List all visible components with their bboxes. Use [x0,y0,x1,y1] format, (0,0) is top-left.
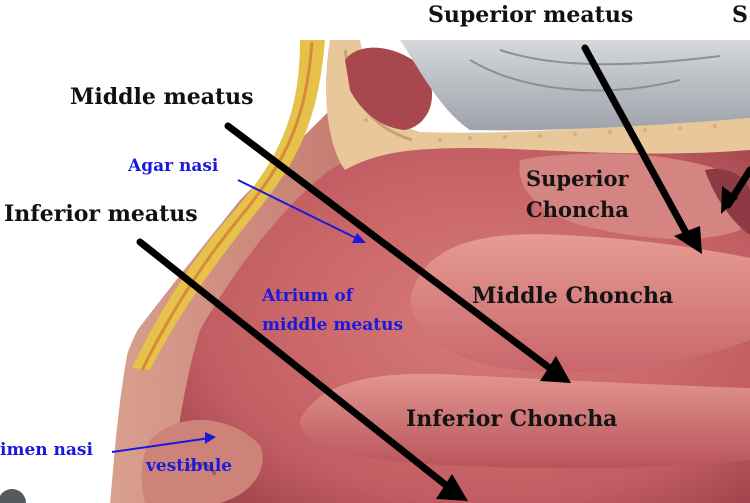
middle-concha [410,234,750,373]
arrow-agar-nasi [237,179,361,241]
label-vestibule: vestibule [146,456,233,476]
blue-pointers [111,179,361,453]
label-agar-nasi: Agar nasi [128,156,219,176]
arrow-limen-nasi [111,437,211,453]
label-inferior-meatus: Inferior meatus [4,201,198,227]
frontal-sinus [345,47,433,130]
arrow-middle-meatus [224,122,559,376]
label-superior-meatus-cut: S [728,2,750,28]
nasal-bone [325,40,750,170]
label-middle-meatus: Middle meatus [66,84,258,110]
vestibule-bulge [141,419,263,503]
label-superior-meatus: Superior meatus [424,2,638,28]
dorsal-cartilage [132,40,325,370]
label-atrium-line2: middle meatus [262,315,404,335]
label-atrium-line1: Atrium of [262,286,354,306]
label-superior-choncha-line1: Superior [526,166,629,191]
label-limen-nasi: imen nasi [0,440,93,460]
superior-concha [519,153,745,240]
black-arrowheads [436,186,738,501]
corner-badge [0,489,26,503]
label-inferior-choncha: Inferior Choncha [406,406,618,432]
blue-arrowheads [205,233,366,444]
label-middle-choncha: Middle Choncha [472,283,674,309]
cribriform-membrane [400,40,750,131]
arrow-superior-meatus [581,44,694,244]
arrow-inferior-meatus [136,238,456,494]
inferior-concha [300,373,750,469]
label-superior-choncha-line2: Choncha [526,197,629,222]
black-pointers [136,44,750,494]
